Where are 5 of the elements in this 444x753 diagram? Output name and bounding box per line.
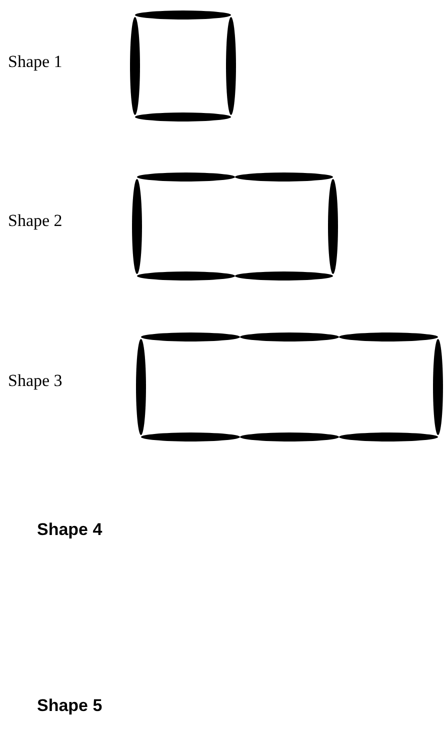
shape-label: Shape 2 xyxy=(8,212,62,229)
shape-label: Shape 4 xyxy=(37,521,102,538)
shape-label: Shape 3 xyxy=(8,372,62,389)
shape-label: Shape 5 xyxy=(37,697,102,714)
shape-label: Shape 1 xyxy=(8,53,62,70)
